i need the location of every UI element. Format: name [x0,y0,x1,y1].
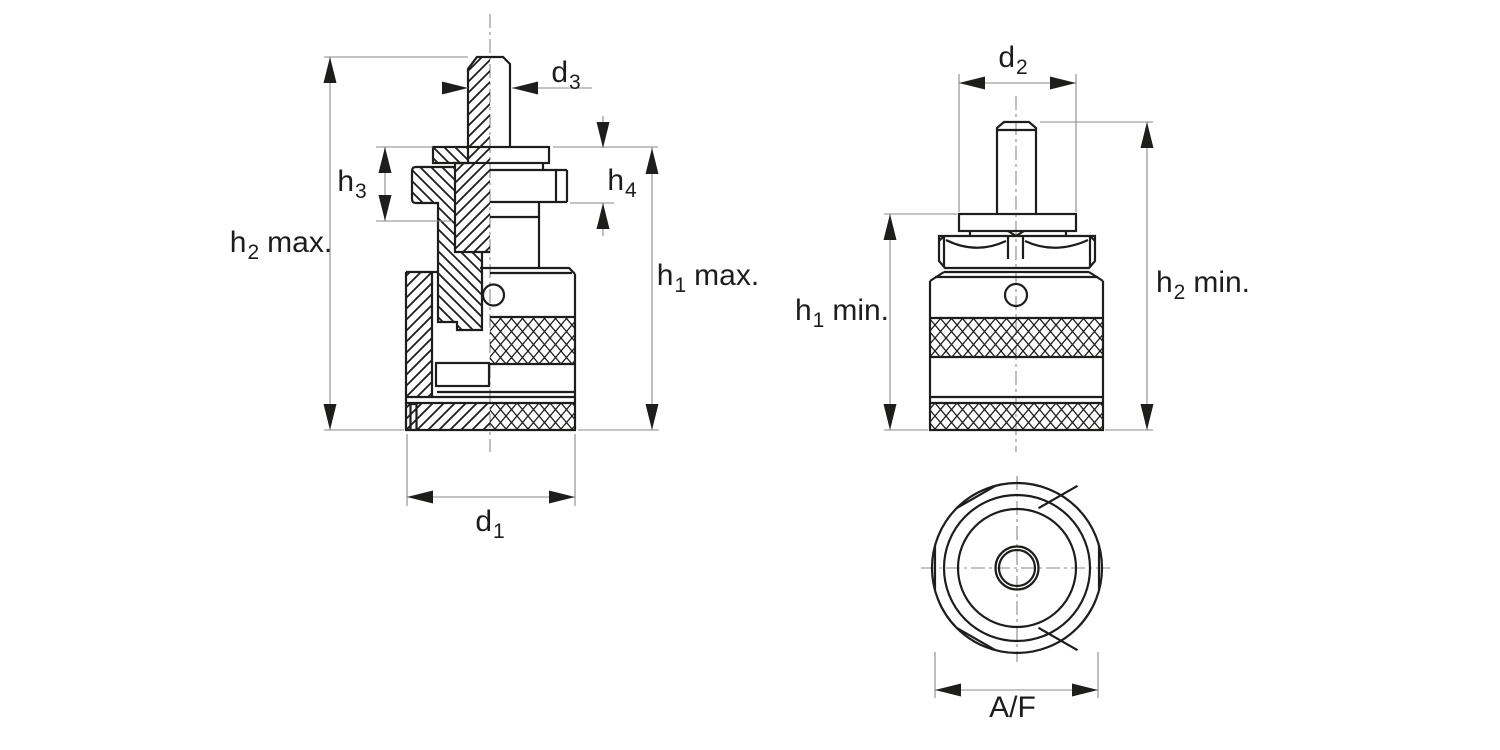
dim-label-af: A/F [989,693,1045,723]
stud-outline [466,55,512,147]
bottom-view [921,476,1113,662]
dim-text: h [229,226,247,259]
body-outer-circle [930,481,1104,655]
cross-hole [481,283,506,307]
knurl-band-lower [930,403,1103,430]
dim-label-d3: d3 [551,56,581,94]
dim-text: d [551,56,568,89]
insert-window [434,361,491,388]
bottom-notch [409,402,418,431]
dim-label-h4: h4 [607,164,637,202]
washer-circle [956,507,1078,629]
dim-text: h [337,165,354,198]
sleeve-section [436,252,484,332]
body-wall-section [406,272,432,397]
dim-text: d [475,505,492,538]
hex-nut [937,234,1097,270]
dim-text: d [998,41,1015,74]
stud-section-hatch [468,57,490,147]
dim-d2 [958,74,1077,212]
dim-text: A/F [989,691,1036,724]
side-view [928,96,1105,452]
dim-text: h [1155,266,1173,299]
section-view [404,14,577,452]
stud [995,120,1038,214]
dim-h4 [553,116,658,236]
stud-circle [994,545,1040,591]
dim-label-d2: d2 [998,41,1028,79]
dim-label-d1: d1 [475,505,505,543]
hex-nut-profile [490,170,569,204]
knurl-band-upper [490,317,575,364]
hex-flats [933,484,1101,652]
stud-inner-circle [997,548,1037,588]
clamped-part-section [410,165,455,252]
dim-text: h [607,164,624,197]
dim-af [934,652,1099,698]
dim-h1-min [883,213,957,431]
dim-d1 [406,434,576,506]
dim-text: h [794,294,812,327]
chamfer-circle [942,493,1092,643]
dim-d3 [442,81,592,95]
neck-profile [490,202,541,268]
washer-section [431,145,551,165]
dim-h1-max [578,147,659,431]
knurl-band-lower [490,403,575,430]
washer [957,212,1078,233]
dim-h2-max [323,56,468,431]
dim-h3 [376,146,452,222]
knurl-band-upper [930,318,1103,357]
dim-h2-min [1040,121,1154,431]
dim-label-h3: h3 [337,165,367,203]
dim-text: h [656,259,674,292]
cross-hole [1003,282,1029,308]
